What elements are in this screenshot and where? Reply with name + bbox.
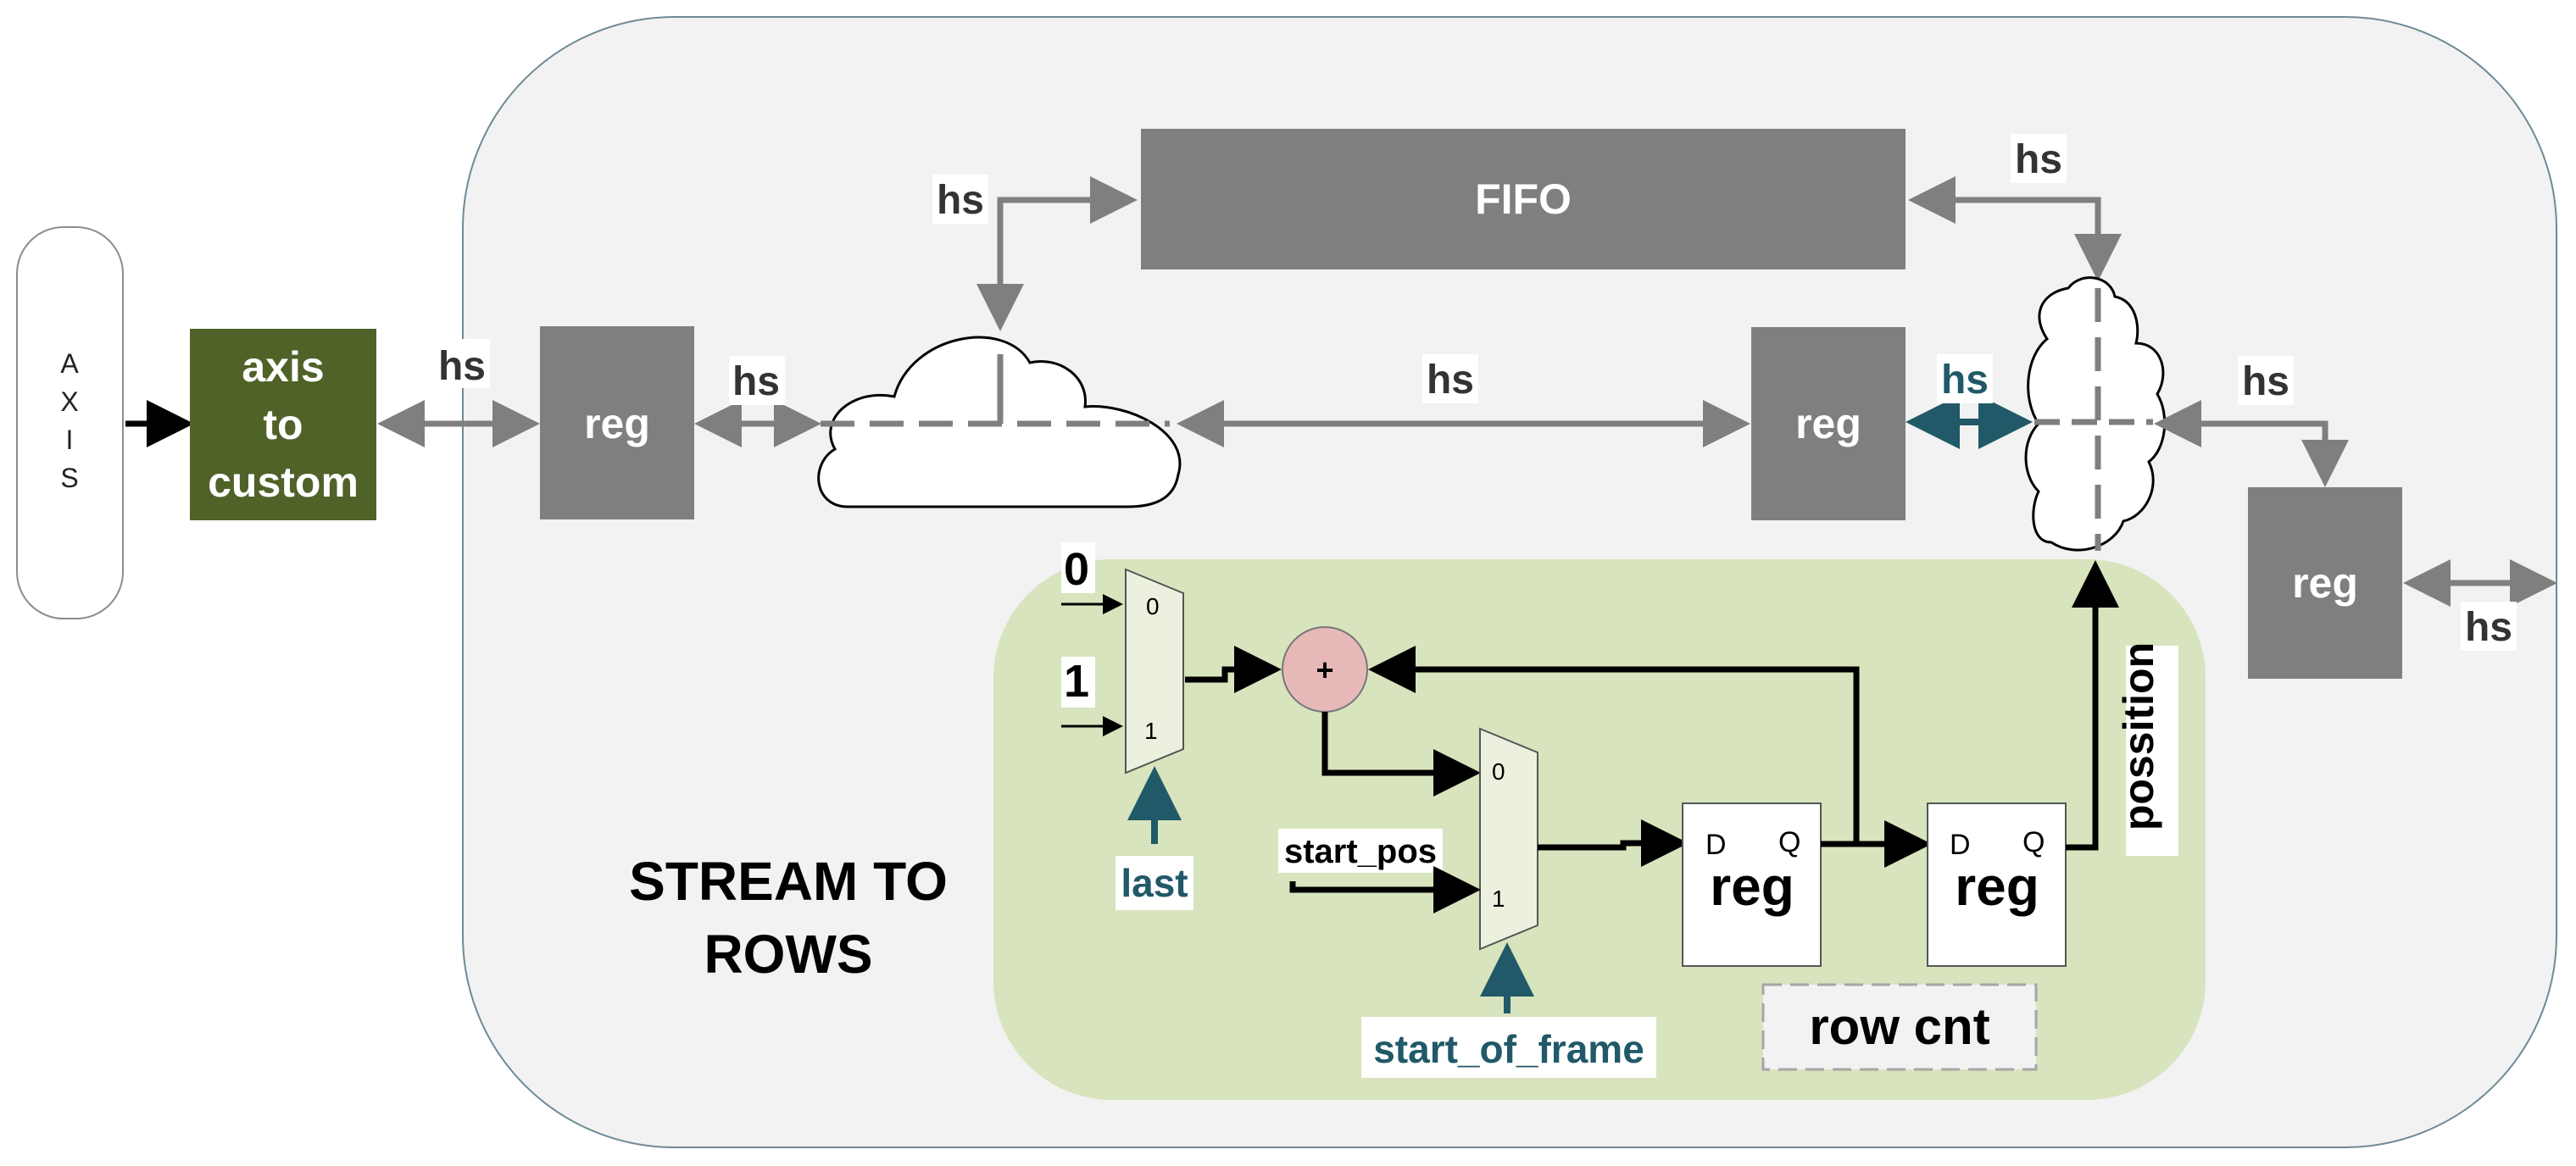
- reg-label: reg: [1955, 856, 2039, 917]
- hs-label: hs: [2015, 137, 2062, 182]
- ff-d: D: [1950, 829, 1971, 861]
- row-reg-2: [1927, 802, 2067, 967]
- position-label: possition: [2115, 642, 2162, 830]
- hs-label: hs: [732, 359, 780, 404]
- mux-start-of-frame: [1479, 727, 1538, 951]
- mux-input-1: 1: [1492, 886, 1505, 912]
- reg-label: reg: [1795, 400, 1861, 447]
- fifo-label: FIFO: [1475, 175, 1572, 223]
- diagram-title-line: ROWS: [704, 924, 872, 985]
- reg-block-1: [540, 326, 694, 519]
- signal-start-of-frame: start_of_frame: [1373, 1027, 1644, 1071]
- reg-block-3: [2248, 487, 2402, 679]
- hs-to-fifo: [976, 176, 1138, 331]
- const-zero: 0: [1064, 544, 1089, 595]
- axis-to-custom-line: to: [263, 401, 303, 448]
- fifo-block: [1141, 129, 1906, 269]
- mux-to-adder: [1185, 646, 1282, 693]
- adder-symbol: +: [1316, 652, 1333, 687]
- feedback-to-adder: [1368, 646, 1860, 846]
- ff-q: Q: [2022, 826, 2045, 858]
- reg-label: reg: [1710, 856, 1794, 917]
- axis-letter: S: [60, 463, 78, 493]
- const-one: 1: [1064, 656, 1089, 707]
- row-cnt-box: [1761, 983, 2038, 1071]
- axis-terminal: [16, 226, 124, 619]
- position-signal: [2066, 560, 2119, 851]
- mux-input-0: 0: [1146, 593, 1160, 619]
- axis-letter: X: [60, 386, 78, 417]
- adder-to-mux: [1321, 712, 1481, 797]
- mux-to-reg: [1538, 819, 1689, 867]
- hs-label: hs: [2465, 605, 2512, 650]
- reg-block-2: [1751, 327, 1906, 520]
- axis-letter: A: [60, 348, 79, 379]
- axis-letter: I: [66, 425, 74, 455]
- hs-to-reg-3: [2154, 400, 2349, 487]
- diagram-title-line: STREAM TO: [629, 851, 948, 912]
- row-reg-1: [1682, 802, 1822, 967]
- signal-start-pos: start_pos: [1284, 833, 1437, 870]
- reg-label: reg: [584, 400, 650, 447]
- mux-increment: [1125, 568, 1184, 775]
- axis-to-custom-line: axis: [242, 343, 324, 391]
- start-pos-arrow: [1289, 866, 1481, 913]
- hs-label: hs: [937, 178, 984, 223]
- row-cnt-label: row cnt: [1809, 998, 1989, 1055]
- axis-to-custom-block: [190, 329, 376, 520]
- mux-input-1: 1: [1144, 718, 1158, 744]
- hs-label: hs: [2242, 359, 2289, 404]
- hs-label: hs: [438, 344, 486, 389]
- signal-last: last: [1121, 861, 1188, 905]
- mux-input-0: 0: [1492, 758, 1505, 785]
- hs-from-fifo: [1908, 176, 2122, 281]
- reg-label: reg: [2292, 559, 2358, 607]
- ff-q: Q: [1778, 826, 1800, 858]
- ff-d: D: [1705, 829, 1727, 861]
- hs-label-teal: hs: [1941, 358, 1989, 403]
- hs-label: hs: [1427, 358, 1474, 403]
- axis-to-custom-line: custom: [208, 458, 359, 506]
